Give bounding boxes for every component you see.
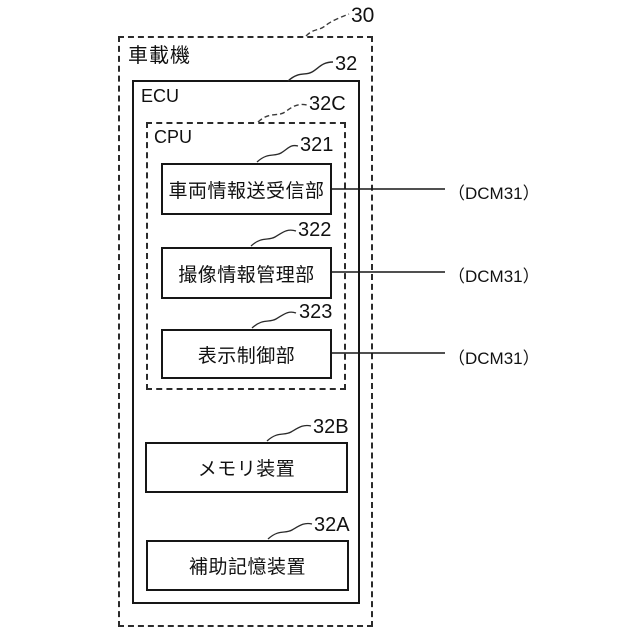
module-box-display-controller: 表示制御部 xyxy=(161,329,332,379)
leader-line-323 xyxy=(251,311,297,329)
memory-device-label: メモリ装置 xyxy=(197,459,296,480)
dcm31-label-1: （DCM31） xyxy=(448,184,540,203)
ref-label-32B: 32B xyxy=(313,416,349,438)
aux-storage-device-box: 補助記憶装置 xyxy=(146,540,349,591)
ref-label-32C: 32C xyxy=(309,93,346,115)
vehicle-device-box xyxy=(118,36,373,627)
module-label-vehicle-info-transceiver: 車両情報送受信部 xyxy=(168,180,325,202)
aux-storage-device-label: 補助記憶装置 xyxy=(188,557,306,578)
ecu-box xyxy=(132,80,360,604)
leader-line-32 xyxy=(287,61,334,82)
ref-label-323: 323 xyxy=(299,301,333,323)
dcm31-label-2: （DCM31） xyxy=(448,267,540,286)
memory-device-box: メモリ装置 xyxy=(145,442,348,493)
cpu-label: CPU xyxy=(154,127,193,147)
ref-label-322: 322 xyxy=(298,219,332,241)
ecu-label: ECU xyxy=(141,86,180,106)
leader-line-32A xyxy=(267,522,313,540)
leader-line-321 xyxy=(256,144,299,163)
ref-label-32: 32 xyxy=(335,53,358,75)
leader-line-32C xyxy=(257,103,308,123)
ref-label-321: 321 xyxy=(300,134,334,156)
leader-line-322 xyxy=(250,229,297,247)
dcm31-label-3: （DCM31） xyxy=(448,349,540,368)
ref-label-32A: 32A xyxy=(314,514,350,536)
ref-label-30: 30 xyxy=(351,4,375,27)
module-label-display-controller: 表示制御部 xyxy=(197,345,296,367)
module-label-imaging-info-manager: 撮像情報管理部 xyxy=(178,264,315,286)
module-box-vehicle-info-transceiver: 車両情報送受信部 xyxy=(161,163,332,215)
leader-line-32B xyxy=(266,424,312,442)
module-box-imaging-info-manager: 撮像情報管理部 xyxy=(161,247,332,299)
leader-line-30 xyxy=(305,13,350,37)
cpu-box xyxy=(146,122,346,390)
vehicle-device-label: 車載機 xyxy=(128,45,191,67)
